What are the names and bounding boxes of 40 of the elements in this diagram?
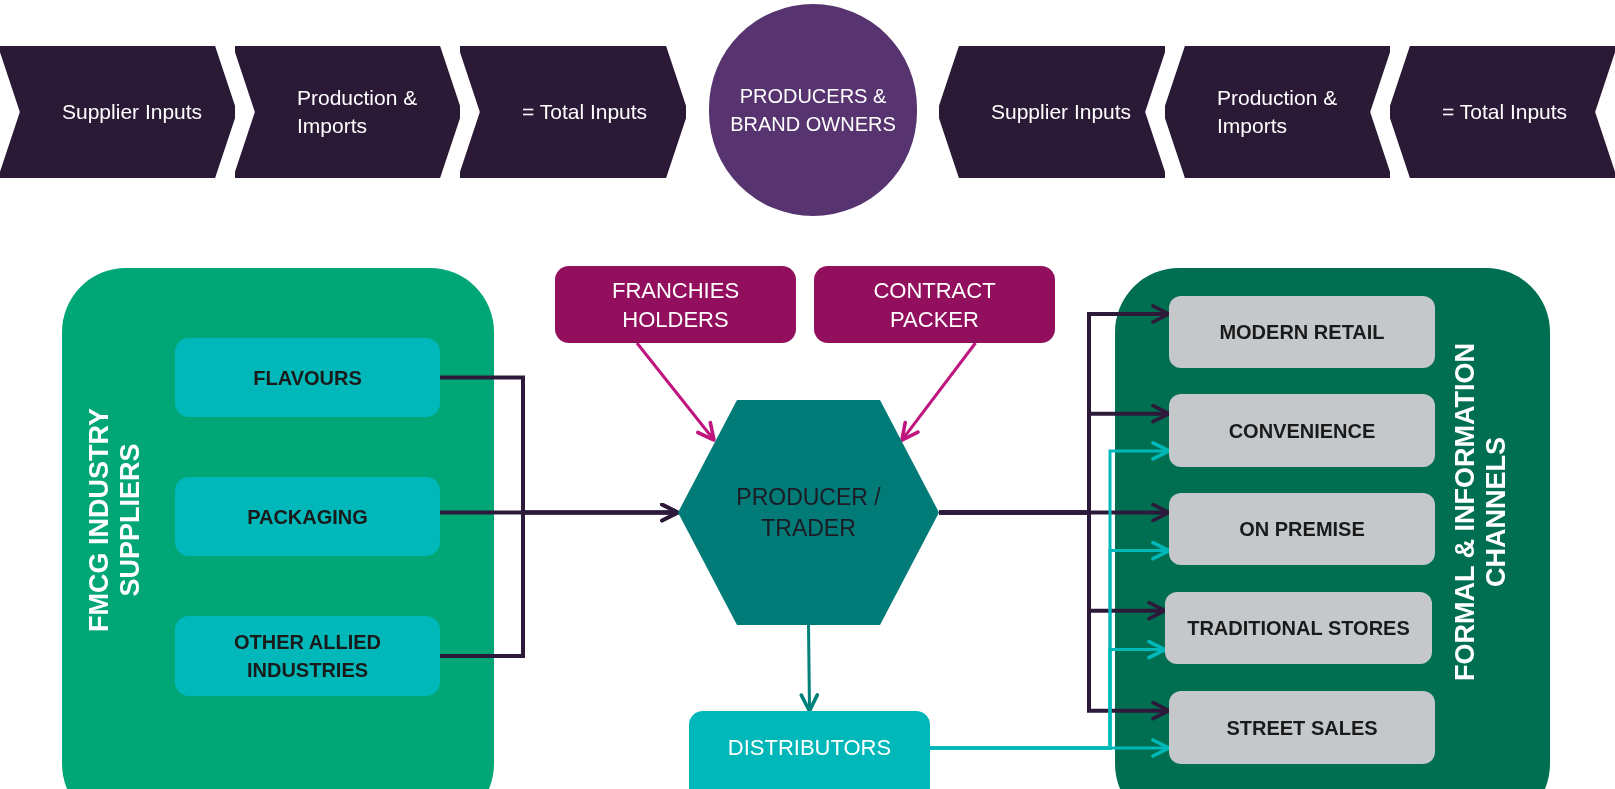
- node-label: MODERN RETAIL: [1218, 320, 1386, 345]
- channels-panel: [1115, 268, 1550, 789]
- arrow: [939, 510, 1171, 721]
- node-label: Production & Imports: [297, 85, 419, 139]
- partner-box: [814, 266, 1055, 343]
- arrow: [799, 625, 820, 713]
- node-label: TRADITIONAL STORES: [1186, 616, 1411, 641]
- channel-box: [1169, 394, 1435, 467]
- node-label: = Total Inputs: [522, 99, 648, 125]
- channel-box: [1165, 592, 1432, 664]
- node-label: Production & Imports: [1217, 85, 1339, 139]
- node-label: FLAVOURS: [252, 365, 363, 391]
- supplier-panel: [62, 268, 494, 789]
- node-label: FORMAL & INFORMATION CHANNELS: [1450, 342, 1512, 683]
- supplier-box: [175, 338, 440, 417]
- node-label: PRODUCERS & BRAND OWNERS: [729, 84, 897, 137]
- node-label: PRODUCER / TRADER: [735, 482, 882, 543]
- partner-box: [555, 266, 796, 343]
- node-label: Supplier Inputs: [991, 99, 1132, 125]
- arrow: [635, 342, 716, 442]
- node-label: FRANCHIES HOLDERS: [610, 276, 741, 334]
- node-label: = Total Inputs: [1442, 99, 1568, 125]
- arrow: [900, 342, 977, 442]
- node-label: CONVENIENCE: [1227, 418, 1377, 444]
- arrow: [930, 738, 1171, 758]
- node-label: PACKAGING: [246, 504, 369, 530]
- arrow: [440, 502, 680, 658]
- node-label: STREET SALES: [1225, 715, 1379, 741]
- node-label: FMCG INDUSTRY SUPPLIERS: [84, 407, 146, 634]
- node-label: Supplier Inputs: [62, 99, 203, 125]
- node-label: OTHER ALLIED INDUSTRIES: [233, 630, 382, 683]
- node-label: CONTRACT PACKER: [872, 276, 997, 334]
- distributor-box: [689, 711, 930, 789]
- supplier-box: [175, 477, 440, 556]
- node-label: DISTRIBUTORS: [727, 734, 892, 762]
- supplier-box: [175, 616, 440, 696]
- channel-box: [1169, 691, 1435, 764]
- channel-box: [1169, 493, 1435, 565]
- node-label: ON PREMISE: [1238, 517, 1366, 542]
- channel-box: [1169, 296, 1435, 368]
